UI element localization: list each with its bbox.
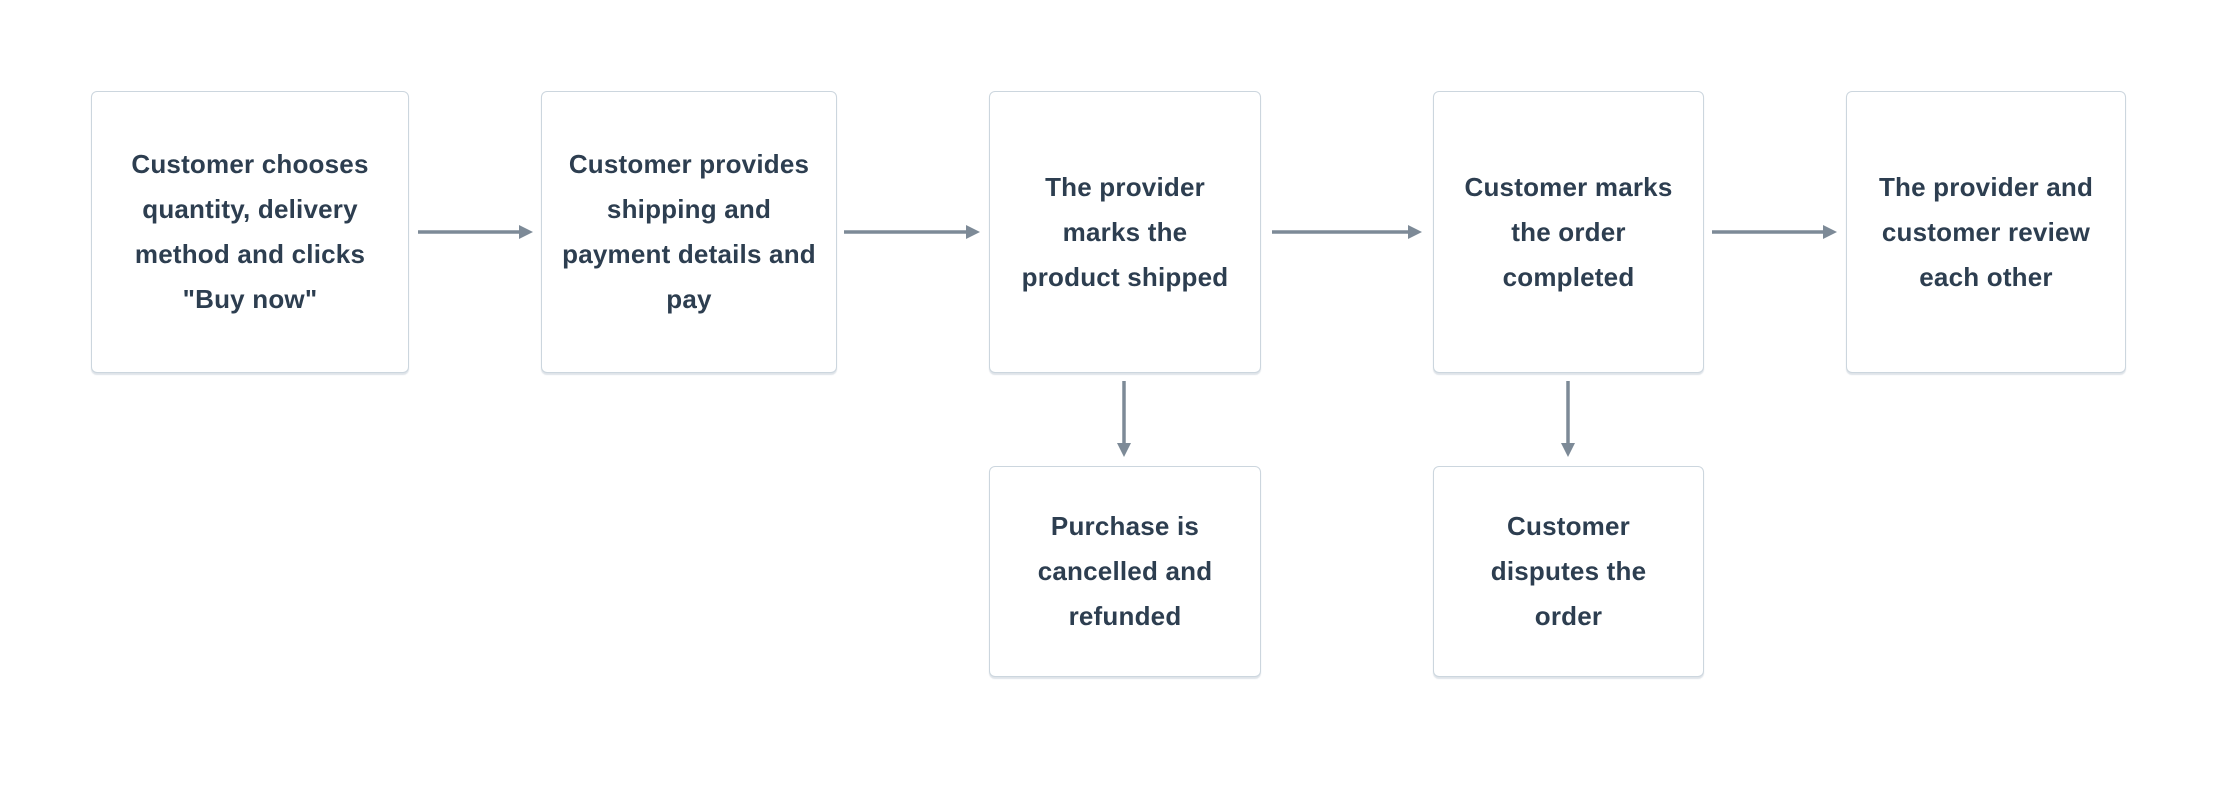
flow-node-cancelled: Purchase is cancelled and refunded <box>989 466 1261 677</box>
edge-shipped-to-completed <box>1272 225 1422 239</box>
flow-node-pay-label: Customer provides shipping and payment d… <box>562 149 816 314</box>
edge-pay-to-shipped <box>844 225 980 239</box>
flow-node-disputed-label: Customer disputes the order <box>1490 511 1647 631</box>
flow-node-review: The provider and customer review each ot… <box>1846 91 2126 373</box>
edge-choose-to-pay <box>418 225 533 239</box>
flow-node-completed: Customer marks the order completed <box>1433 91 1704 373</box>
flow-node-review-label: The provider and customer review each ot… <box>1878 171 2094 292</box>
flow-node-pay: Customer provides shipping and payment d… <box>541 91 837 373</box>
edge-completed-to-disputed <box>1561 381 1575 457</box>
edge-completed-to-review <box>1712 225 1837 239</box>
flow-node-shipped-label: The provider marks the product shipped <box>1021 171 1229 292</box>
flow-node-cancelled-label: Purchase is cancelled and refunded <box>1037 511 1213 631</box>
flow-node-disputed: Customer disputes the order <box>1433 466 1704 677</box>
flow-node-completed-label: Customer marks the order completed <box>1464 171 1673 292</box>
flow-node-choose-label: Customer chooses quantity, delivery meth… <box>131 149 369 314</box>
flow-node-choose: Customer chooses quantity, delivery meth… <box>91 91 409 373</box>
flow-node-shipped: The provider marks the product shipped <box>989 91 1261 373</box>
edge-shipped-to-cancelled <box>1117 381 1131 457</box>
